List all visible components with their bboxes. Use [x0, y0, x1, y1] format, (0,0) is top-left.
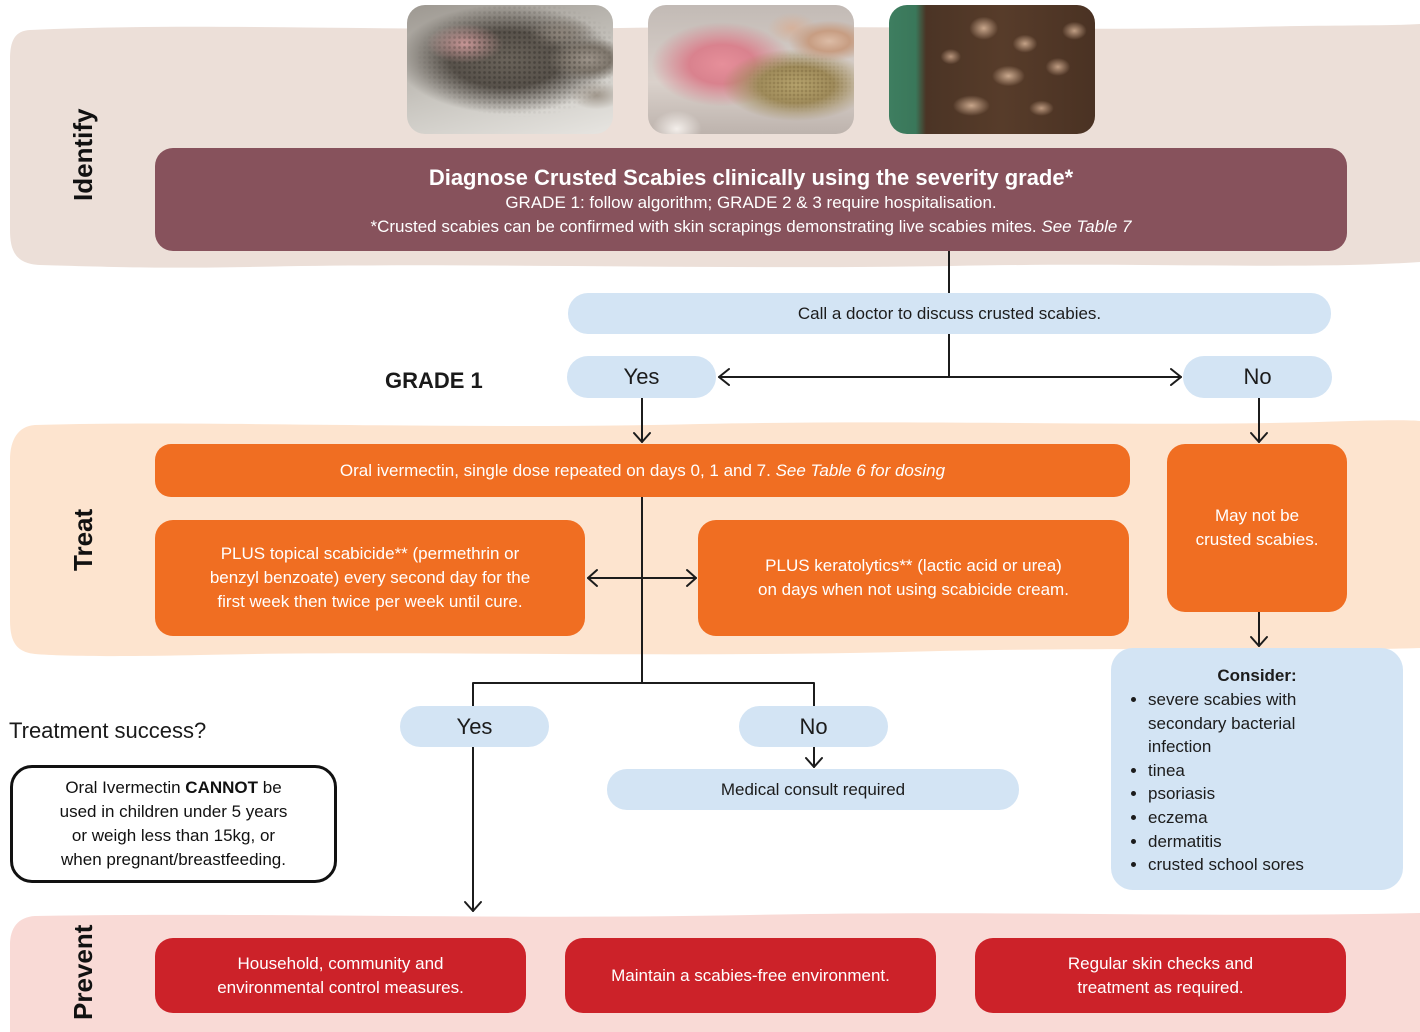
prevent-control-measures-box: Household, community and environmental c…	[155, 938, 526, 1013]
arrowhead-to-no	[1170, 368, 1182, 386]
warning-rest: be used in children under 5 years or wei…	[59, 778, 288, 869]
photo-crusted-foot-dorsal	[407, 5, 613, 134]
success-yes-pill: Yes	[400, 706, 549, 747]
call-doctor-box: Call a doctor to discuss crusted scabies…	[568, 293, 1331, 334]
diagnose-footnote: *Crusted scabies can be confirmed with s…	[371, 215, 1132, 239]
consider-title: Consider:	[1217, 666, 1297, 685]
not-crusted-box: May not be crusted scabies.	[1167, 444, 1347, 612]
arrowhead-to-not-crusted	[1250, 432, 1268, 443]
list-item: tinea	[1148, 759, 1403, 783]
arrowhead-to-consider	[1250, 636, 1268, 647]
arrowhead-to-ivermectin	[633, 432, 651, 443]
warning-lead: Oral Ivermectin	[65, 778, 181, 797]
arrowhead-to-yes	[718, 368, 730, 386]
connectors	[464, 250, 1268, 912]
arrowhead-to-keratolytics	[686, 569, 697, 587]
grade-no-pill: No	[1183, 356, 1332, 398]
footnote-text: *Crusted scabies can be confirmed with s…	[370, 216, 1037, 236]
prevent-skin-checks-box: Regular skin checks and treatment as req…	[975, 938, 1346, 1013]
ivermectin-warning-box: Oral Ivermectin CANNOT be used in childr…	[10, 765, 337, 883]
topical-scabicide-box: PLUS topical scabicide** (permethrin or …	[155, 520, 585, 636]
grade-note: GRADE 1: follow algorithm; GRADE 2 & 3 r…	[505, 192, 997, 212]
warning-emphasis: CANNOT	[185, 778, 259, 797]
section-label-treat: Treat	[68, 508, 98, 572]
section-label-identify: Identify	[68, 108, 98, 202]
grade-1-label: GRADE 1	[385, 368, 483, 393]
diagnose-box: Diagnose Crusted Scabies clinically usin…	[155, 148, 1347, 251]
diagnose-title: Diagnose Crusted Scabies clinically usin…	[428, 164, 1074, 190]
ivermectin-text: Oral ivermectin, single dose repeated on…	[339, 460, 771, 480]
prevent-environment-box: Maintain a scabies-free environment.	[565, 938, 936, 1013]
keratolytics-box: PLUS keratolytics** (lactic acid or urea…	[698, 520, 1129, 636]
connector-success-branch	[472, 682, 815, 707]
ivermectin-box: Oral ivermectin, single dose repeated on…	[155, 444, 1130, 497]
treatment-success-question: Treatment success?	[9, 718, 207, 743]
list-item: psoriasis	[1148, 782, 1403, 806]
medical-consult-box: Medical consult required	[607, 769, 1019, 810]
arrowhead-to-prevent	[464, 901, 482, 912]
list-item: eczema	[1148, 806, 1403, 830]
section-label-prevent: Prevent	[68, 924, 98, 1020]
footnote-reference: See Table 7	[1041, 216, 1132, 236]
arrowhead-to-topical	[587, 569, 598, 587]
list-item: dermatitis	[1148, 830, 1403, 854]
warning-text: Oral Ivermectin CANNOT be used in childr…	[60, 776, 288, 872]
arrowhead-to-consult	[805, 757, 823, 768]
photo-crusted-foot-sole	[648, 5, 854, 134]
consider-list: severe scabies with secondary bacterial …	[1111, 688, 1403, 877]
photo-crusted-legs	[889, 5, 1095, 134]
ivermectin-reference: See Table 6 for dosing	[775, 460, 946, 480]
consider-box: Consider: severe scabies with secondary …	[1111, 648, 1403, 890]
success-no-pill: No	[739, 706, 888, 747]
list-item: crusted school sores	[1148, 853, 1403, 877]
list-item: severe scabies with secondary bacterial …	[1148, 688, 1403, 759]
grade-yes-pill: Yes	[567, 356, 716, 398]
ivermectin-text-line: Oral ivermectin, single dose repeated on…	[340, 459, 945, 483]
